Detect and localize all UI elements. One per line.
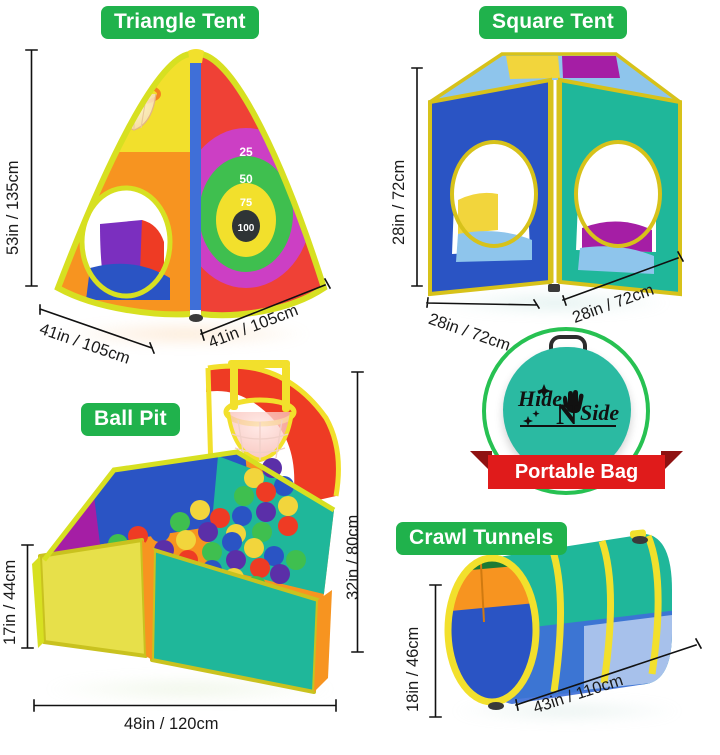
ball-pit-illustration bbox=[22, 360, 367, 700]
bag-body bbox=[503, 347, 631, 475]
portable-bag-ribbon: Portable Bag bbox=[470, 451, 683, 493]
bag-handle-icon bbox=[549, 335, 587, 357]
bag-ring bbox=[482, 327, 650, 495]
target-score-100: 100 bbox=[238, 223, 255, 234]
dimension-ballpit-height-right: 32in / 80cm bbox=[344, 514, 362, 600]
dimension-square-height: 28in / 72cm bbox=[390, 159, 408, 245]
dimension-tunnel-height: 18in / 46cm bbox=[404, 626, 422, 712]
square-tent-illustration bbox=[420, 42, 690, 312]
dimension-ballpit-height-left: 17in / 44cm bbox=[1, 559, 19, 645]
svg-text:N: N bbox=[556, 398, 578, 431]
section-label-crawl-tunnels: Crawl Tunnels bbox=[396, 522, 567, 555]
dimension-ballpit-width: 48in / 120cm bbox=[124, 715, 219, 733]
svg-text:Hide: Hide bbox=[517, 386, 562, 411]
dimension-triangle-height: 53in / 135cm bbox=[4, 160, 22, 255]
portable-bag-illustration: Hide N Side Portable Bag bbox=[470, 325, 685, 510]
section-label-square-tent: Square Tent bbox=[479, 6, 627, 39]
target-score-75: 75 bbox=[240, 197, 252, 209]
target-score-50: 50 bbox=[239, 172, 253, 186]
triangle-tent-illustration: 25 50 75 100 bbox=[38, 48, 338, 338]
section-label-ball-pit: Ball Pit bbox=[81, 403, 180, 436]
section-label-triangle-tent: Triangle Tent bbox=[101, 6, 259, 39]
section-label-portable-bag: Portable Bag bbox=[488, 455, 665, 489]
svg-text:Side: Side bbox=[580, 400, 619, 425]
target-score-25: 25 bbox=[239, 145, 253, 159]
brand-logo: Hide N Side bbox=[517, 384, 619, 431]
